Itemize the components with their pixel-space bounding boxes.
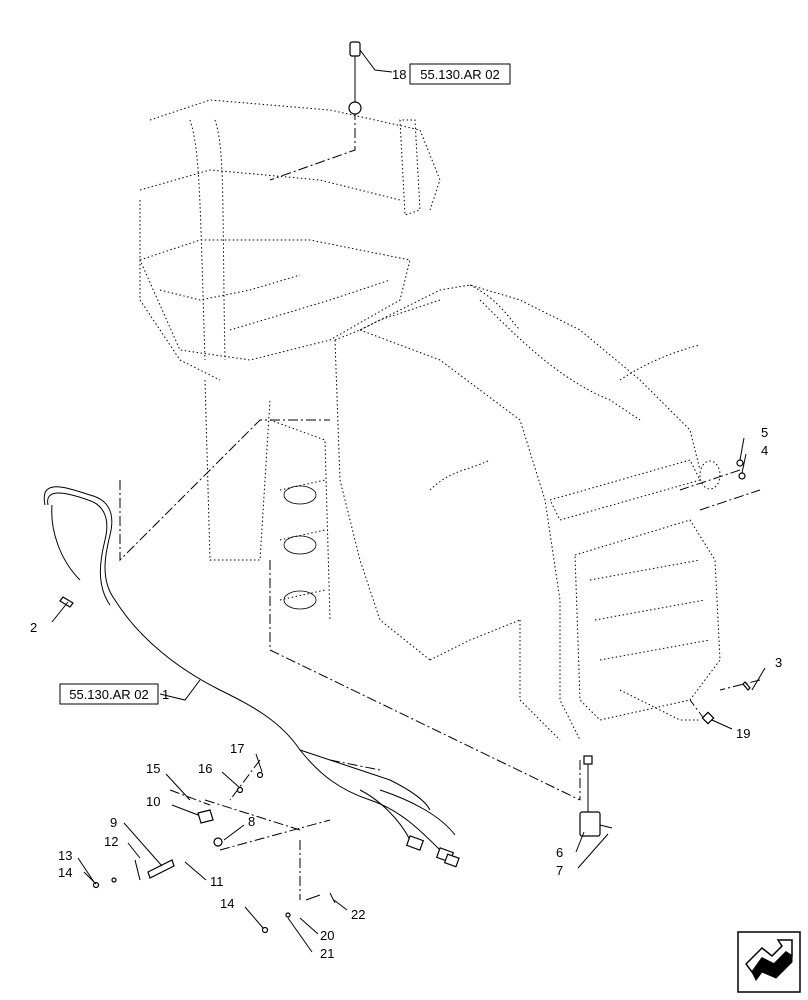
part-6-sensor xyxy=(579,755,613,837)
callout-4: 4 xyxy=(761,443,768,458)
callout-labels: 18 5 4 2 1 3 19 17 15 16 10 8 9 12 13 14… xyxy=(30,67,782,961)
reference-text-top: 55.130.AR 02 xyxy=(420,67,500,82)
next-page-arrow-icon[interactable] xyxy=(737,931,801,993)
reference-text-left: 55.130.AR 02 xyxy=(69,687,149,702)
callout-13: 13 xyxy=(58,848,72,863)
reference-box-left: 55.130.AR 02 xyxy=(59,683,159,705)
callout-9: 9 xyxy=(110,815,117,830)
callout-leaders xyxy=(51,49,766,953)
callout-6: 6 xyxy=(556,845,563,860)
callout-16: 16 xyxy=(198,761,212,776)
callout-21: 21 xyxy=(320,946,334,961)
callout-20: 20 xyxy=(320,928,334,943)
callout-5: 5 xyxy=(761,425,768,440)
callout-15: 15 xyxy=(146,761,160,776)
callout-3: 3 xyxy=(775,655,782,670)
callout-11: 11 xyxy=(210,874,224,889)
main-wire-harness xyxy=(43,486,460,868)
callout-12: 12 xyxy=(104,834,118,849)
callout-14-left: 14 xyxy=(58,865,72,880)
part-18-rod-harness xyxy=(348,41,362,115)
reference-box-top: 55.130.AR 02 xyxy=(409,63,511,85)
callout-8: 8 xyxy=(248,814,255,829)
callout-17: 17 xyxy=(230,741,244,756)
small-hardware xyxy=(59,459,751,934)
callout-22: 22 xyxy=(351,907,365,922)
callout-7: 7 xyxy=(556,863,563,878)
callout-1: 1 xyxy=(162,687,169,702)
assembly-leader-lines xyxy=(119,110,761,900)
callout-10: 10 xyxy=(146,794,160,809)
callout-2: 2 xyxy=(30,620,37,635)
callout-18: 18 xyxy=(392,67,406,82)
machine-frame-outline xyxy=(139,99,721,741)
callout-19: 19 xyxy=(736,726,750,741)
callout-14-bottom: 14 xyxy=(220,896,234,911)
